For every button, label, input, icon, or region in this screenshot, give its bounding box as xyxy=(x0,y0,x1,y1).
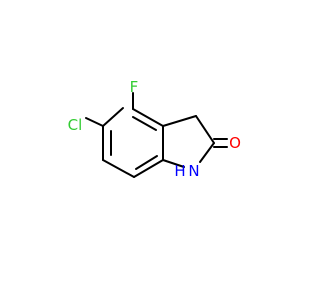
bond-c4-c5 xyxy=(102,107,124,127)
molecule-drawing: F Cl O N H xyxy=(68,78,241,180)
oxygen-label: O xyxy=(229,134,241,152)
bond-n1-c7a xyxy=(162,159,185,168)
nh-hydrogen-label: H xyxy=(174,162,185,180)
bond-c5-cl xyxy=(85,117,104,127)
bond-c3-c2 xyxy=(195,115,215,144)
bond-c2-n1 xyxy=(199,142,215,163)
bond-c3a-c4 xyxy=(132,108,164,127)
bond-c7-c7a-inner xyxy=(135,155,158,170)
structure-canvas: F Cl O N H xyxy=(67,78,241,180)
fluorine-label: F xyxy=(130,78,139,96)
bond-c3a-c3 xyxy=(162,115,197,127)
bond-c7-c7a xyxy=(133,159,164,178)
nitrogen-label: N xyxy=(188,162,199,180)
bond-c6-c7 xyxy=(102,159,135,178)
chlorine-label: Cl xyxy=(68,116,83,134)
bond-c3a-c4-inner xyxy=(132,116,157,131)
